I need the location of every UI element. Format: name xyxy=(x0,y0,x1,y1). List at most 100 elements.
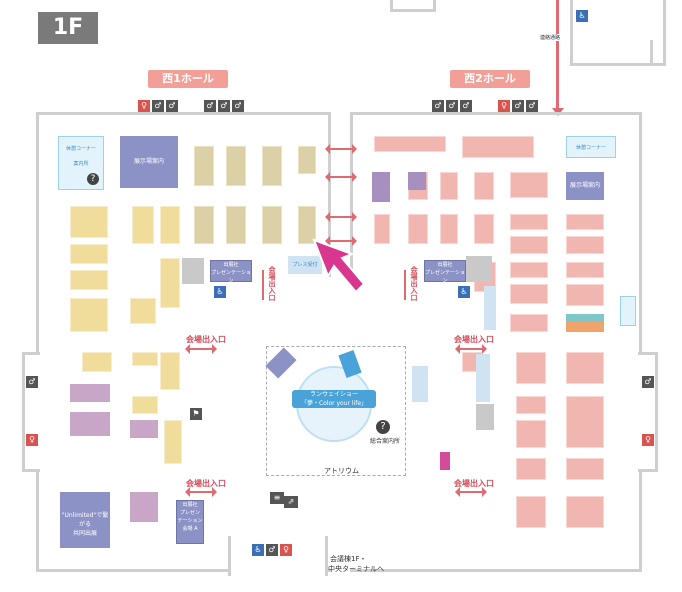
booth[interactable] xyxy=(194,146,214,186)
location-pointer xyxy=(312,238,366,294)
booth[interactable] xyxy=(130,492,158,522)
unlimited-label: "Unlimited"で繋がる 共同出展 xyxy=(61,512,109,537)
north-building xyxy=(390,0,436,12)
east-notch xyxy=(638,352,658,472)
booth[interactable] xyxy=(462,136,534,158)
rest-info-east-side[interactable] xyxy=(620,296,636,326)
booth[interactable] xyxy=(510,214,548,230)
presentation-west[interactable]: 出展社 プレゼンテーション 会場 B xyxy=(210,260,252,292)
smoking-icon: ⚑ xyxy=(190,408,202,420)
rest-label-east: 休憩コーナー xyxy=(575,145,606,151)
booth[interactable] xyxy=(566,236,604,254)
booth[interactable] xyxy=(70,298,108,332)
booth[interactable] xyxy=(132,352,158,366)
booth[interactable] xyxy=(132,206,154,244)
booth[interactable] xyxy=(226,206,246,244)
booth[interactable] xyxy=(516,396,546,414)
booth[interactable] xyxy=(374,214,390,244)
booth[interactable] xyxy=(70,244,108,264)
unlimited-booth[interactable]: "Unlimited"で繋がる 共同出展 xyxy=(60,492,110,548)
booth[interactable] xyxy=(194,206,214,244)
booth[interactable] xyxy=(484,286,496,330)
toilet-male-icon: ♂ xyxy=(218,100,230,112)
entrance-arrow-west-1 xyxy=(185,344,217,354)
booth[interactable] xyxy=(510,172,548,198)
booth[interactable] xyxy=(474,172,494,200)
booth[interactable] xyxy=(510,314,548,332)
presentation-bottom[interactable]: 出展社 プレゼン テーション 会場 A xyxy=(176,500,204,544)
press-booth[interactable]: プレス受付 xyxy=(288,256,322,274)
booth[interactable] xyxy=(408,172,426,190)
rest-info-east-top[interactable]: 休憩コーナー xyxy=(566,136,616,158)
booth[interactable] xyxy=(70,384,110,402)
booth[interactable] xyxy=(516,420,546,448)
booth[interactable] xyxy=(566,352,604,384)
booth[interactable] xyxy=(160,352,180,390)
booth[interactable] xyxy=(82,352,112,372)
booth[interactable] xyxy=(412,366,428,402)
booth[interactable] xyxy=(298,146,316,174)
accessible-icon: ♿ xyxy=(576,10,588,22)
booth[interactable] xyxy=(476,404,494,430)
booth[interactable] xyxy=(440,214,458,244)
toilet-male-icon: ♂ xyxy=(446,100,458,112)
booth[interactable] xyxy=(474,214,494,244)
booth[interactable] xyxy=(164,420,182,464)
booth[interactable] xyxy=(466,256,492,282)
booth[interactable] xyxy=(516,458,546,480)
west-hall-wall xyxy=(36,112,331,572)
booth[interactable] xyxy=(566,458,604,480)
booth[interactable] xyxy=(566,322,604,332)
booth[interactable] xyxy=(510,236,548,254)
center-corridor-left xyxy=(328,112,331,277)
toilet-group-ne: ♿ xyxy=(576,10,588,22)
booth[interactable] xyxy=(374,136,446,152)
booth[interactable] xyxy=(226,146,246,186)
booth[interactable] xyxy=(298,206,316,244)
booth[interactable] xyxy=(566,496,604,528)
booth[interactable] xyxy=(516,352,546,384)
accessible-icon: ♿ xyxy=(252,544,264,556)
toilet-male-icon: ♂ xyxy=(204,100,216,112)
booth[interactable] xyxy=(510,284,548,304)
exit-label-1: 会議棟1F・ xyxy=(330,555,367,563)
booth[interactable] xyxy=(182,258,204,284)
booth[interactable] xyxy=(566,214,604,230)
booth[interactable] xyxy=(566,396,604,448)
booth[interactable] xyxy=(440,452,450,470)
booth-navy-west-top[interactable]: 展示場案内 xyxy=(120,136,178,188)
info-corner-label: 案内所 xyxy=(73,161,89,167)
booth[interactable] xyxy=(476,354,490,402)
booth[interactable] xyxy=(130,298,156,324)
booth[interactable] xyxy=(70,206,108,238)
booth[interactable] xyxy=(440,172,458,200)
booth[interactable] xyxy=(160,206,180,244)
booth[interactable] xyxy=(372,172,390,202)
stairs-icon: ≡ xyxy=(270,492,284,504)
booth-navy-east[interactable]: 展示場案内 xyxy=(566,172,604,200)
west-notch xyxy=(22,352,40,472)
booth[interactable] xyxy=(262,206,282,244)
rest-label: 休憩コーナー xyxy=(65,146,96,152)
booth[interactable] xyxy=(510,262,548,278)
booth[interactable] xyxy=(130,420,158,438)
presentation-east[interactable]: 出展社 プレゼンテーション 会場 C xyxy=(424,260,466,292)
booth[interactable] xyxy=(70,270,108,290)
booth[interactable] xyxy=(408,214,428,244)
toilet-male-icon: ♂ xyxy=(642,376,654,388)
pres-west-label: 出展社 プレゼンテーション 会場 B xyxy=(211,262,251,292)
booth[interactable] xyxy=(262,146,282,186)
booth[interactable] xyxy=(516,496,546,528)
pres-bottom-label: 出展社 プレゼン テーション 会場 A xyxy=(177,502,203,532)
info-icon: ? xyxy=(87,173,99,185)
booth[interactable] xyxy=(132,396,158,414)
booth[interactable] xyxy=(566,314,604,322)
corridor-arrow-4 xyxy=(325,236,357,246)
entrance-arrow-east-1 xyxy=(455,344,487,354)
rest-info-box[interactable]: 休憩コーナー 案内所 ? xyxy=(58,136,104,190)
booth[interactable] xyxy=(70,412,110,436)
booth[interactable] xyxy=(566,284,604,306)
booth[interactable] xyxy=(566,262,604,278)
escalator-icon: ⇗ xyxy=(284,496,298,508)
booth[interactable] xyxy=(160,258,180,308)
